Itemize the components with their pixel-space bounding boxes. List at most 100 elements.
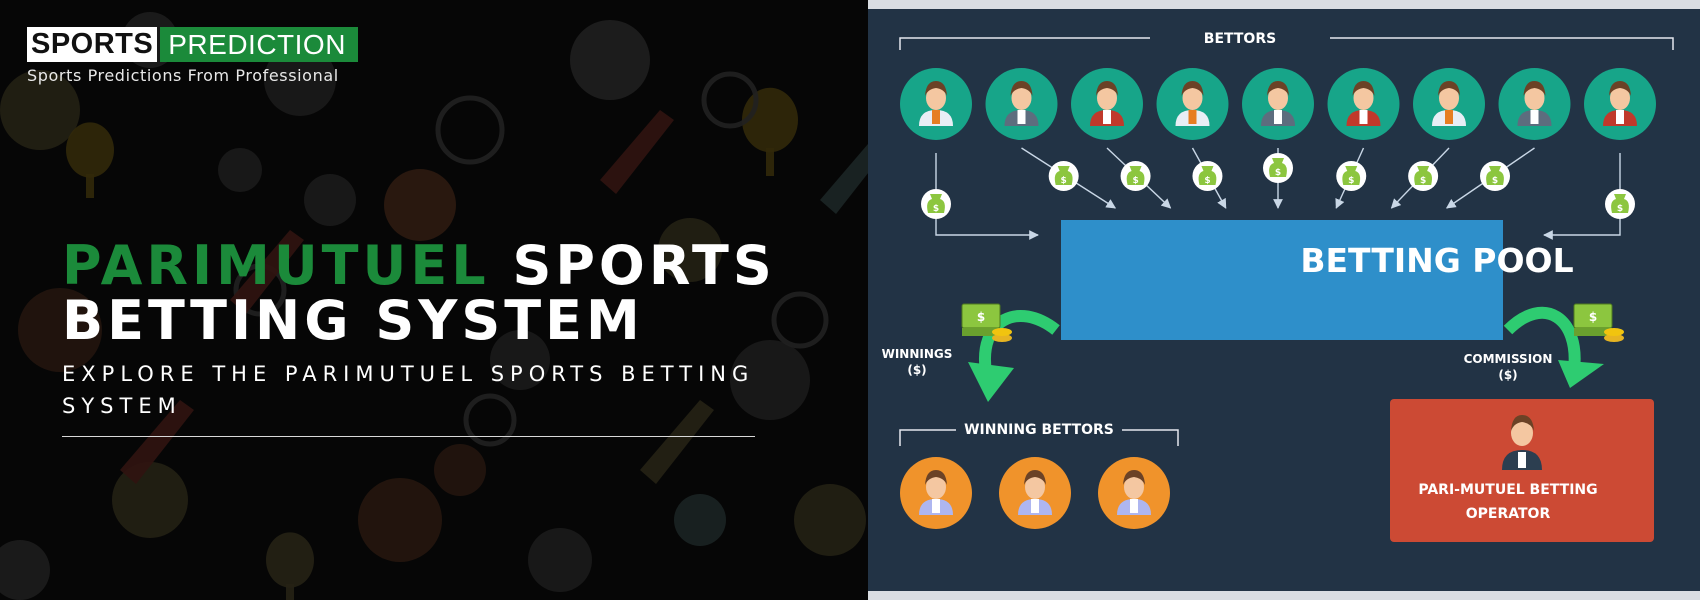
money-bag-icon: $ — [1192, 161, 1223, 191]
money-bag-shape — [1269, 158, 1287, 177]
bettor-avatar — [1156, 68, 1229, 140]
money-bag-icon: $ — [1336, 161, 1367, 191]
money-bag-icon: $ — [921, 189, 951, 219]
avatar-hair — [1523, 81, 1546, 96]
stopwatch-icon — [463, 393, 517, 447]
avatar-shirt — [1017, 110, 1026, 124]
paddle-icon — [266, 532, 314, 588]
money-bag-icon: $ — [1480, 161, 1511, 191]
hockey-stick-icon — [820, 144, 868, 214]
cash-stack-icon: $ — [961, 303, 1012, 342]
bettor-avatar — [1584, 68, 1656, 140]
winning-bettor-avatar — [900, 457, 972, 529]
avatar-face — [926, 86, 946, 110]
avatar-face — [1524, 86, 1545, 110]
avatar-face — [1124, 475, 1144, 499]
money-bag-shape — [1054, 166, 1073, 185]
money-bag-icon: $ — [1120, 161, 1151, 191]
avatar-hair — [925, 470, 947, 485]
title-divider — [62, 436, 755, 437]
money-bag-shape — [1342, 166, 1361, 185]
commission-label: COMMISSION ($) — [1463, 352, 1553, 382]
operator-shirt — [1518, 452, 1526, 468]
avatar-shirt — [1130, 499, 1138, 513]
cash-symbol: $ — [1589, 310, 1597, 324]
paddle-handle-icon — [766, 148, 774, 176]
avatar-shirt — [932, 499, 940, 513]
avatar-shirt — [1359, 110, 1368, 124]
avatar-hair — [1267, 81, 1289, 96]
operator-face — [1511, 420, 1533, 446]
avatar-hair — [1010, 81, 1033, 96]
money-bag-symbol: $ — [1420, 176, 1426, 186]
money-bag-symbol: $ — [1204, 176, 1210, 186]
ball-icon — [490, 330, 550, 390]
money-bag-icon: $ — [1605, 189, 1635, 219]
bettor-avatar — [1327, 68, 1400, 140]
cash-symbol: $ — [977, 310, 985, 324]
ball-icon — [218, 148, 262, 192]
site-logo[interactable]: SPORTS PREDICTION — [27, 27, 358, 62]
ball-icon — [0, 70, 80, 150]
money-bag-icon: $ — [1048, 161, 1079, 191]
ball-icon — [0, 540, 50, 600]
banknote-stack — [1574, 328, 1612, 336]
avatar-face — [1268, 86, 1288, 110]
avatar-face — [1025, 475, 1045, 499]
avatar-shirt — [932, 110, 940, 124]
page-title: PARIMUTUEL SPORTS BETTING SYSTEM — [62, 238, 852, 348]
winnings-arrow — [978, 310, 1060, 373]
hockey-stick-icon — [120, 400, 194, 484]
bettors-bracket-left — [899, 37, 1150, 50]
avatar-shirt — [1530, 110, 1539, 124]
avatar-face — [926, 475, 946, 499]
operator-label: PARI-MUTUEL BETTING OPERATOR — [1418, 482, 1598, 522]
banknote-stack — [962, 328, 1000, 336]
coin — [1604, 334, 1624, 342]
operator-avatar — [1502, 415, 1542, 470]
winnings-label: WINNINGS ($) — [881, 347, 953, 377]
avatar-face — [1439, 86, 1459, 110]
ball-icon — [528, 528, 592, 592]
avatar-shirt — [1616, 110, 1624, 124]
winning-bettor-avatar — [999, 457, 1071, 529]
money-bag-shape — [1126, 166, 1145, 185]
top-border-strip — [868, 0, 1700, 9]
money-bag-shape — [1198, 166, 1217, 185]
money-bag-symbol: $ — [1275, 168, 1281, 178]
money-bag-shape — [1611, 194, 1629, 213]
money-bag-symbol: $ — [1492, 176, 1498, 186]
money-bag-shape — [927, 194, 945, 213]
avatar-hair — [1024, 470, 1046, 485]
bettor-avatar — [900, 68, 972, 140]
ball-icon — [794, 484, 866, 556]
avatar-hair — [925, 81, 947, 96]
avatar-face — [1097, 86, 1117, 110]
ball-icon — [384, 169, 456, 241]
bettor-avatar — [1071, 68, 1143, 140]
stopwatch-icon — [771, 291, 829, 349]
ball-icon — [18, 288, 102, 372]
avatar-shirt — [1274, 110, 1282, 124]
logo-word-sports: SPORTS — [27, 27, 158, 62]
title-highlight: PARIMUTUEL — [62, 234, 490, 297]
bettor-avatar — [985, 68, 1058, 140]
contribution-arrow — [935, 153, 1039, 240]
avatar-shirt — [1103, 110, 1111, 124]
avatar-face — [1182, 86, 1203, 110]
money-bag-icon: $ — [1408, 161, 1439, 191]
hockey-stick-icon — [640, 400, 714, 484]
paddle-icon — [66, 122, 114, 178]
winnings-arrowhead — [968, 362, 1014, 402]
paddle-handle-icon — [86, 174, 94, 198]
winners-bracket-right — [1122, 429, 1179, 446]
ball-icon — [304, 174, 356, 226]
avatar-hair — [1438, 81, 1460, 96]
betting-pool-box — [1061, 220, 1503, 340]
commission-arrowhead — [1558, 360, 1604, 388]
avatar-shirt — [1031, 499, 1039, 513]
money-bag-icon: $ — [1263, 153, 1293, 183]
sports-equipment-background — [0, 12, 868, 600]
title-rest: SPORTS BETTING SYSTEM — [62, 234, 776, 352]
avatar-hair — [1609, 81, 1631, 96]
